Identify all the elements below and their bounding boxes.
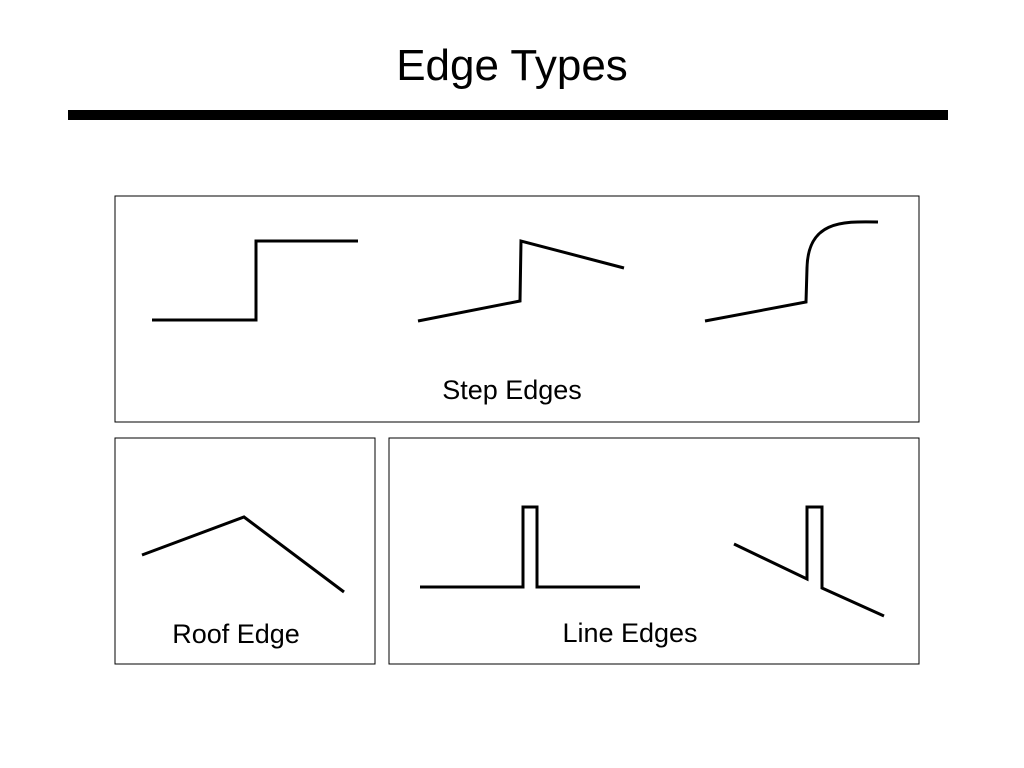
ideal-step-edge-curve [152,239,358,322]
line-edges-caption: Line Edges [562,618,697,648]
line-edges-panel: Line Edges [388,437,920,665]
sloped-step-edge-curve [417,239,625,323]
step-edges-panel: Step Edges [114,195,920,423]
smooth-step-edge-curve [704,220,879,323]
roof-edge-panel: Roof Edge [114,437,376,665]
roof-edge-caption: Roof Edge [172,619,300,649]
roof-edge-box [114,437,376,665]
sloped-line-edge-curve [733,505,885,618]
step-edges-caption: Step Edges [442,375,582,405]
line-edges-box [388,437,920,665]
ideal-line-edge-curve [420,505,640,589]
step-edges-box [114,195,920,423]
title-rule [68,110,948,120]
roof-edge-curve [141,515,345,594]
slide-title: Edge Types [396,41,628,90]
